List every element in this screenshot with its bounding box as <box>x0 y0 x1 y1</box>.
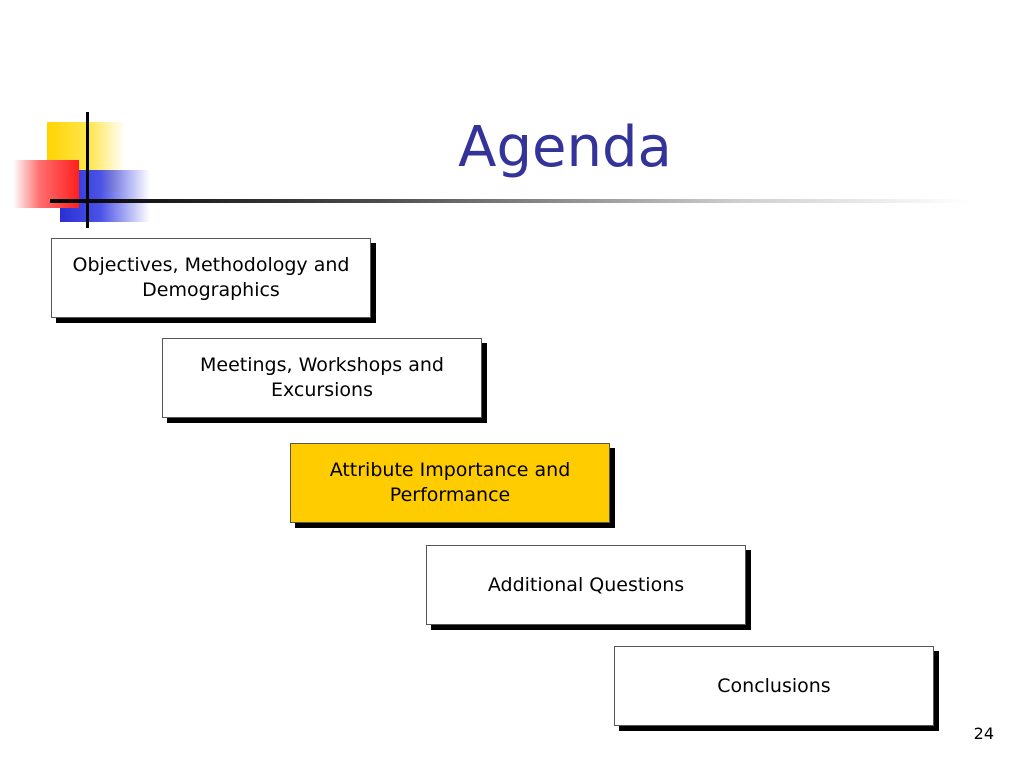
slide-logo-graphic <box>0 0 160 240</box>
agenda-item-meetings: Meetings, Workshops and Excursions <box>162 338 482 418</box>
agenda-item-label: Objectives, Methodology and Demographics <box>72 254 350 301</box>
agenda-item-label: Meetings, Workshops and Excursions <box>199 354 444 401</box>
page-number: 24 <box>973 724 994 743</box>
slide-title: Agenda <box>458 115 672 180</box>
agenda-item-label: Conclusions <box>717 674 831 697</box>
agenda-item-objectives: Objectives, Methodology and Demographics <box>51 238 371 318</box>
agenda-item-label: Attribute Importance and Performance <box>329 459 571 506</box>
agenda-item-conclusions: Conclusions <box>614 646 934 726</box>
agenda-item-additional-questions: Additional Questions <box>426 545 746 625</box>
logo-vertical-line <box>86 112 89 228</box>
agenda-item-attribute-importance: Attribute Importance and Performance <box>290 443 610 523</box>
title-underline-rule <box>50 199 970 203</box>
agenda-item-label: Additional Questions <box>487 573 685 596</box>
